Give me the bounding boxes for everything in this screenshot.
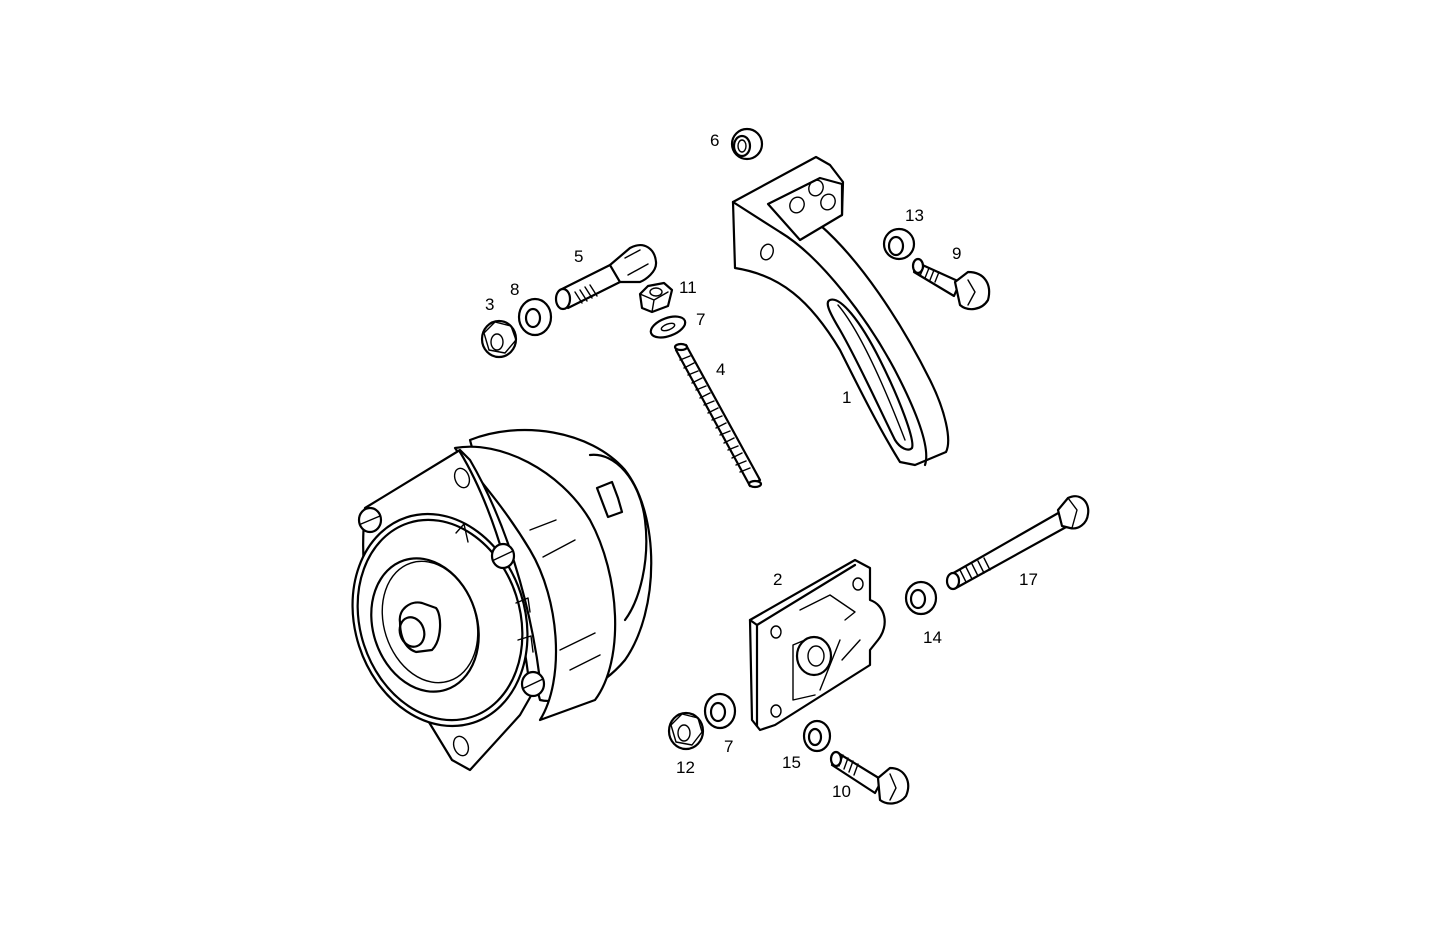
callout-4: 4 (716, 360, 726, 379)
callout-6: 6 (710, 131, 720, 150)
callout-11: 11 (679, 278, 697, 297)
callout-10: 10 (832, 782, 851, 801)
bolt-part-17 (945, 495, 1090, 591)
callout-13: 13 (905, 206, 924, 225)
washer-part-7-upper (649, 315, 687, 339)
washer-part-14 (904, 580, 938, 616)
callout-1: 1 (842, 388, 852, 407)
washer-part-8 (517, 297, 553, 337)
callout-2: 2 (773, 570, 783, 589)
callout-3: 3 (485, 295, 495, 314)
hex-nut-part-3 (480, 319, 518, 359)
bolt-part-5 (554, 244, 658, 311)
hex-nut-part-12 (667, 711, 705, 751)
callout-7-upper: 7 (696, 310, 706, 329)
alternator (351, 428, 653, 772)
bolt-part-9 (911, 257, 991, 311)
stud-part-4 (673, 342, 763, 489)
callout-12: 12 (676, 758, 695, 777)
washer-part-7-lower (703, 692, 737, 730)
support-part-2 (748, 558, 886, 732)
bolt-part-10 (829, 750, 910, 805)
bracket-part-1 (731, 155, 950, 467)
callout-5: 5 (574, 247, 584, 266)
callout-9: 9 (952, 244, 962, 263)
callout-8: 8 (510, 280, 520, 299)
hex-nut-part-11 (638, 281, 674, 314)
callout-7-lower: 7 (724, 737, 734, 756)
callout-15: 15 (782, 753, 801, 772)
washer-part-15 (802, 719, 832, 753)
callout-14: 14 (923, 628, 942, 647)
spacer-part-6 (730, 127, 764, 161)
washer-part-13 (882, 227, 916, 261)
callout-17: 17 (1019, 570, 1038, 589)
